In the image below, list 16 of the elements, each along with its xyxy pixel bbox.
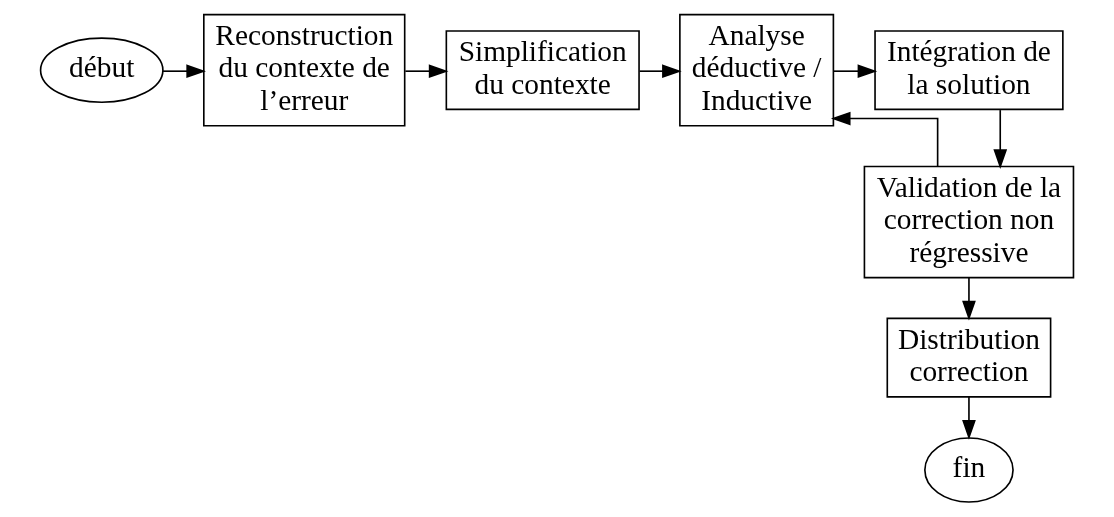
node-ellipse: début [39,37,164,104]
node-box: Distribution correction [886,317,1052,398]
arrow [962,277,976,321]
arrow [830,111,939,167]
arrow [162,64,206,79]
arrow [833,64,878,79]
node-box: Reconstruction du contexte de l’erreur [203,13,406,127]
node-ellipse: fin [924,437,1014,503]
node-box: Intégration de la solution [874,30,1064,111]
node-box: Analyse déductive / Inductive [679,13,835,127]
arrow [993,109,1008,169]
arrow [962,396,976,440]
arrow [638,64,682,79]
node-box: Validation de la correction non régressive [863,165,1075,279]
node-box: Simplification du contexte [445,30,640,111]
arrow [404,64,449,79]
